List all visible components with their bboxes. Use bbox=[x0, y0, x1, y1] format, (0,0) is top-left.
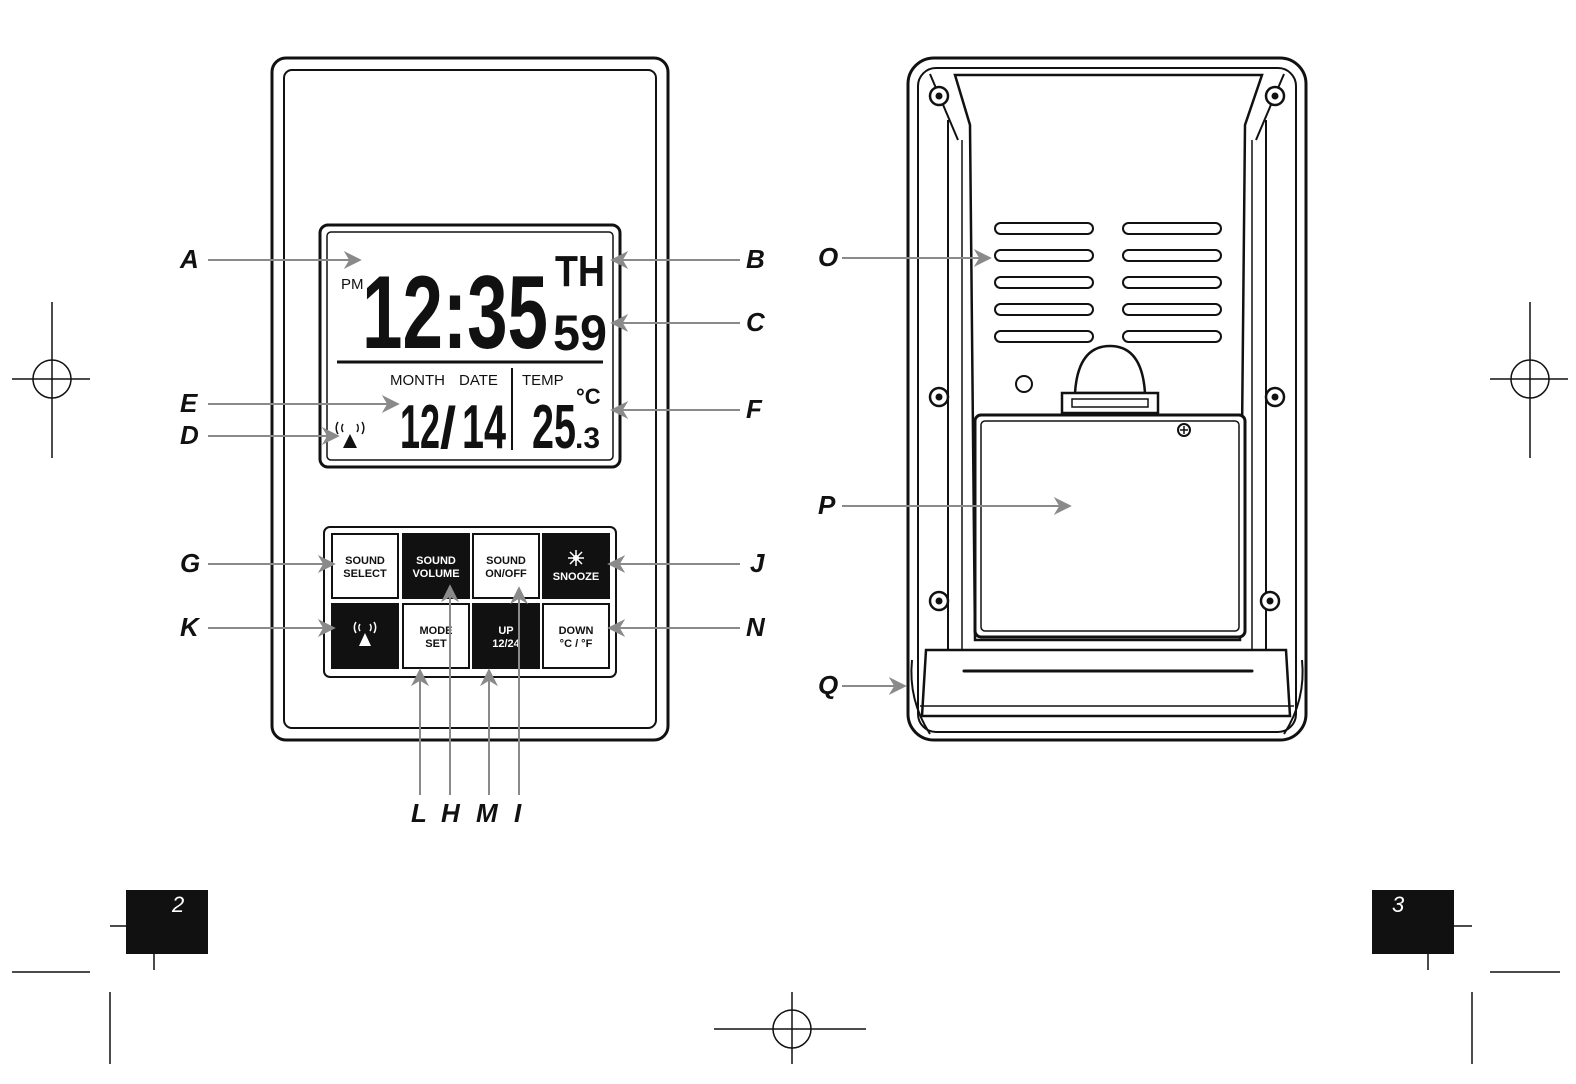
callout-k: K bbox=[180, 612, 201, 642]
hanging-hole bbox=[1015, 375, 1033, 393]
battery-latch[interactable] bbox=[1073, 344, 1147, 395]
mode-set-button[interactable]: MODE SET bbox=[402, 603, 470, 669]
page-number-right-text: 3 bbox=[1392, 892, 1405, 917]
down-label-1: DOWN bbox=[559, 625, 594, 637]
base-stand bbox=[920, 648, 1292, 718]
lcd-inner-frame bbox=[326, 231, 614, 461]
lcd-time: 12:35 bbox=[362, 255, 548, 371]
sound-volume-label-2: VOLUME bbox=[412, 568, 459, 580]
crosshair-right-icon bbox=[1490, 302, 1568, 458]
lcd-date: 14 bbox=[462, 393, 506, 462]
lcd-month: 12 bbox=[400, 393, 440, 462]
callout-f: F bbox=[746, 394, 763, 424]
callout-b: B bbox=[746, 244, 765, 274]
snooze-button[interactable]: SNOOZE bbox=[542, 533, 610, 599]
callout-n: N bbox=[746, 612, 766, 642]
stand-frame bbox=[953, 73, 1264, 642]
mode-set-label-2: SET bbox=[425, 638, 447, 650]
callout-d: D bbox=[180, 420, 199, 450]
lcd-display: PM 12:35 TH 59 MONTH DATE TEMP 12 / 14 2… bbox=[318, 223, 622, 469]
lcd-ampm: PM bbox=[341, 276, 364, 293]
callout-l: L bbox=[411, 798, 427, 828]
screw-icons bbox=[928, 85, 1286, 612]
lcd-seconds: 59 bbox=[553, 305, 607, 361]
page-number-right: 3 bbox=[1372, 890, 1454, 954]
callout-e: E bbox=[180, 388, 198, 418]
up-label-2: 12/24 bbox=[492, 638, 520, 650]
lcd-date-slash: / bbox=[440, 396, 456, 461]
screw-small-icon bbox=[1177, 423, 1191, 437]
callout-o: O bbox=[818, 242, 838, 272]
callout-h: H bbox=[441, 798, 461, 828]
sound-select-label-2: SELECT bbox=[343, 568, 387, 580]
lcd-date-label: DATE bbox=[459, 372, 498, 389]
callout-q: Q bbox=[818, 670, 838, 700]
mode-set-label-1: MODE bbox=[420, 625, 453, 637]
sound-onoff-label-2: ON/OFF bbox=[485, 568, 527, 580]
front-view: PM 12:35 TH 59 MONTH DATE TEMP 12 / 14 2… bbox=[270, 56, 670, 742]
button-panel: SOUND SELECT SOUND VOLUME SOUND ON/OFF bbox=[323, 526, 617, 678]
lcd-month-label: MONTH bbox=[390, 372, 445, 389]
lcd-temp-decimal: .3 bbox=[575, 422, 600, 455]
crosshair-left-icon bbox=[12, 302, 90, 458]
sound-select-button[interactable]: SOUND SELECT bbox=[331, 533, 399, 599]
page-number-left: 2 bbox=[126, 890, 208, 954]
callout-c: C bbox=[746, 307, 766, 337]
callout-labels: A B C D E F G J K N L H M I O P Q bbox=[179, 242, 838, 828]
sound-volume-button[interactable]: SOUND VOLUME bbox=[402, 533, 470, 599]
back-view bbox=[906, 56, 1308, 742]
up-1224-button[interactable]: UP 12/24 bbox=[472, 603, 540, 669]
callout-g: G bbox=[180, 548, 200, 578]
lcd-weekday: TH bbox=[555, 247, 605, 296]
lcd-temp-unit: °C bbox=[576, 384, 601, 409]
callout-j: J bbox=[750, 548, 765, 578]
sound-onoff-button[interactable]: SOUND ON/OFF bbox=[472, 533, 540, 599]
lcd-temp-label: TEMP bbox=[522, 372, 564, 389]
sound-select-label-1: SOUND bbox=[345, 555, 385, 567]
callout-a: A bbox=[179, 244, 199, 274]
down-unit-button[interactable]: DOWN °C / °F bbox=[542, 603, 610, 669]
back-housing-inner bbox=[917, 67, 1297, 733]
registration-marks bbox=[12, 302, 1568, 1064]
callout-m: M bbox=[476, 798, 499, 828]
battery-cover[interactable] bbox=[973, 413, 1247, 639]
lcd-temp-integer: 25 bbox=[532, 393, 576, 462]
callout-arrows bbox=[208, 249, 1072, 795]
callout-p: P bbox=[818, 490, 836, 520]
up-label-1: UP bbox=[498, 625, 513, 637]
callout-i: I bbox=[514, 798, 522, 828]
page-number-left-text: 2 bbox=[171, 892, 184, 917]
sound-volume-label-1: SOUND bbox=[416, 555, 456, 567]
snooze-label: SNOOZE bbox=[553, 571, 599, 583]
backlight-sun-icon bbox=[568, 550, 584, 566]
down-label-2: °C / °F bbox=[560, 638, 593, 650]
sound-onoff-label-1: SOUND bbox=[486, 555, 526, 567]
speaker-grille bbox=[994, 222, 1222, 343]
rcc-signal-button[interactable] bbox=[331, 603, 399, 669]
crosshair-bottom-icon bbox=[714, 992, 866, 1064]
battery-latch-base bbox=[1060, 391, 1160, 415]
radio-signal-button-icon bbox=[353, 621, 377, 646]
